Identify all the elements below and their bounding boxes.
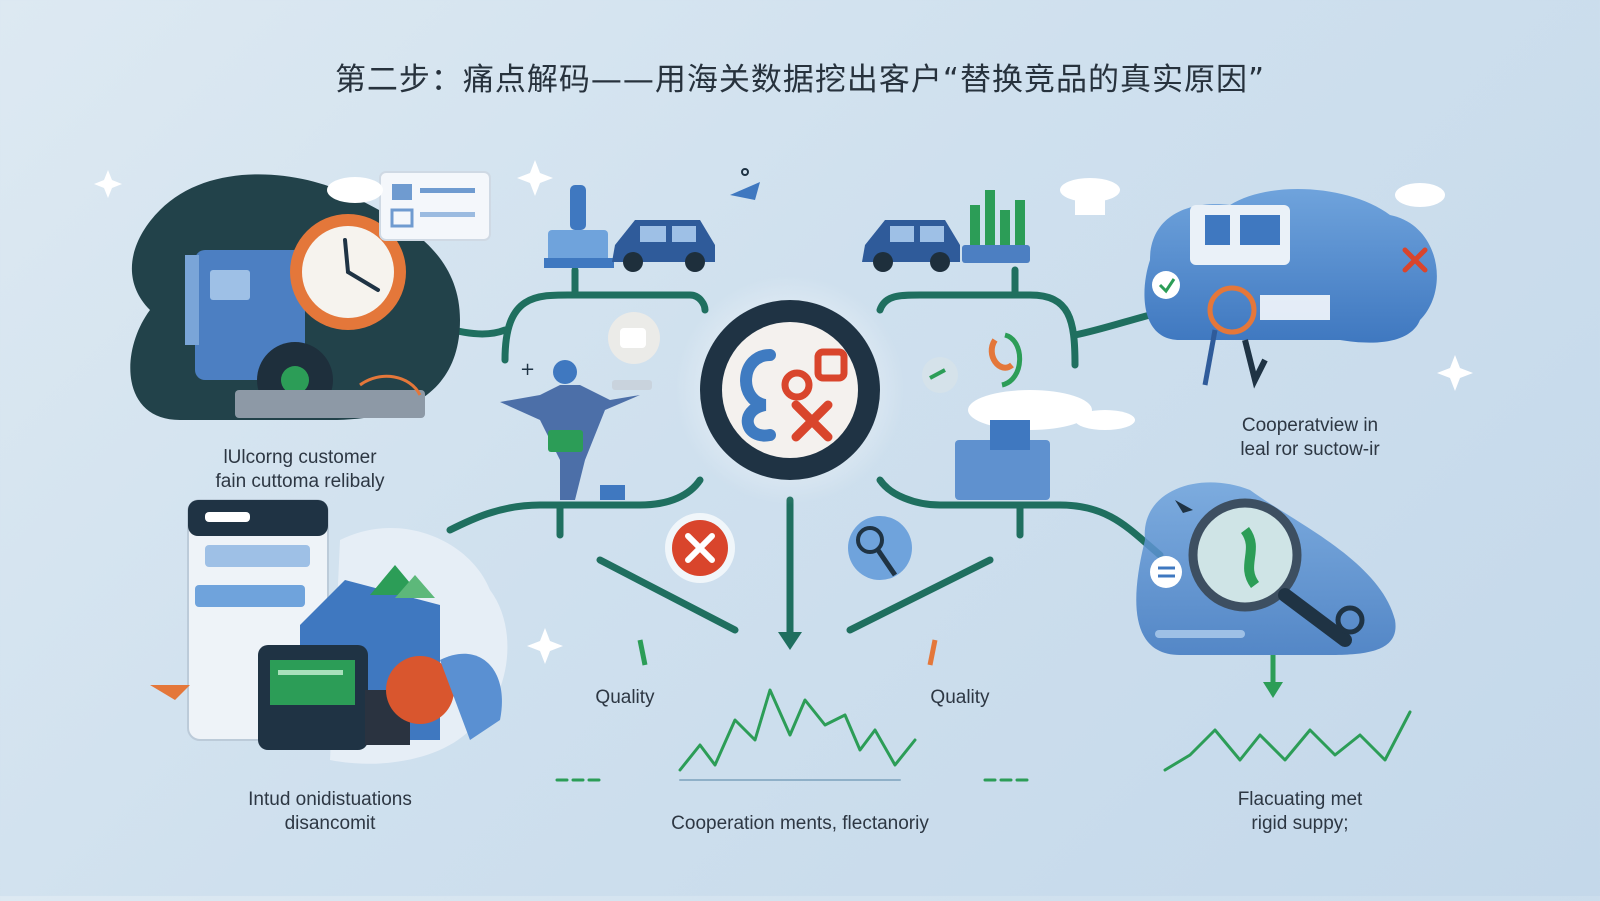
cursor-icon [1175, 500, 1193, 513]
label-bottom-right: Flacuating met rigid suppy; [1170, 788, 1430, 836]
label-line: disancomit [284, 813, 376, 834]
car-icon [862, 220, 960, 272]
label-bottom-left: Intud onidistuations disancomit [190, 788, 470, 836]
label-quality-left: Quality [595, 687, 655, 708]
cloud-building-icon [922, 332, 1092, 500]
connector-lines [396, 266, 1164, 644]
trend-line-icon [555, 688, 1412, 782]
cloud-icon [1060, 178, 1120, 215]
magnifier-icon [1136, 482, 1396, 655]
sparkle-icon [94, 160, 1473, 664]
flag-icon [730, 168, 760, 200]
label-line: leal ror suctow-ir [1240, 439, 1380, 460]
robot-person-icon: + [500, 312, 660, 500]
label-line: lUlcorng customer [223, 447, 377, 468]
label-top-right: Cooperatview in leal ror suctow-ir [1180, 414, 1440, 462]
label-top-left: lUlcorng customer fain cuttoma relibaly [170, 446, 430, 494]
page-title: 第二步：痛点解码——用海关数据挖出客户“替换竞品的真实原因” [334, 62, 1266, 98]
car-icon [612, 220, 715, 272]
label-line: rigid suppy; [1251, 813, 1349, 834]
down-arrow-icon [778, 632, 802, 650]
close-icon [1402, 247, 1428, 273]
document-icon [379, 171, 491, 241]
globe-search-icon [848, 516, 938, 666]
hub-icon [675, 275, 905, 505]
dashboard-panel [1144, 188, 1437, 389]
bar-chart-icon [962, 190, 1030, 263]
reject-x-icon [637, 513, 735, 666]
label-line: fain cuttoma relibaly [215, 471, 385, 492]
label-quality-right: Quality [930, 687, 990, 708]
svg-text:+: + [520, 359, 535, 380]
label-line: Intud onidistuations [248, 789, 412, 810]
truck-clock-illustration [130, 171, 491, 420]
label-line: Flacuating met [1237, 789, 1363, 810]
label-line: Cooperatview in [1241, 415, 1379, 436]
down-arrow-icon [1263, 682, 1283, 698]
rocket-icon [544, 185, 614, 268]
cloud-icon [327, 177, 383, 203]
label-bottom-center: Cooperation ments, flectanoriy [671, 813, 929, 834]
clock-icon [290, 214, 406, 330]
magnifier-icon [1202, 285, 1268, 389]
app-window-illustration [150, 499, 508, 764]
